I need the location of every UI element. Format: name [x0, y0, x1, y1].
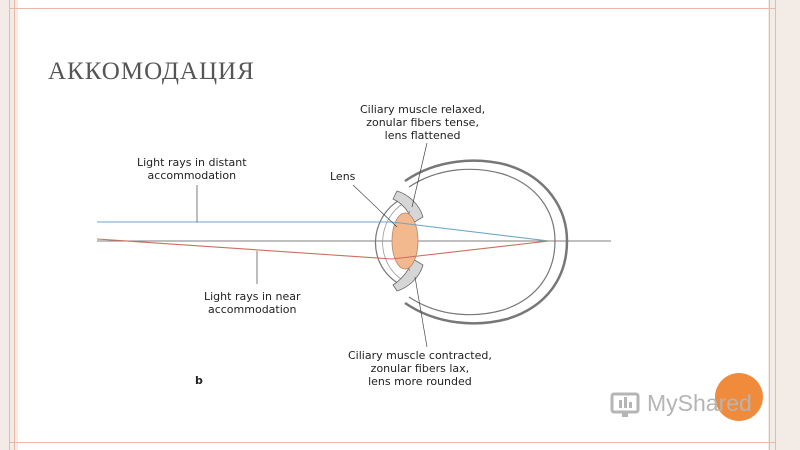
eyeball-inner	[408, 168, 556, 316]
label-top-line3: lens flattened	[384, 129, 461, 142]
eye-diagram	[97, 142, 611, 348]
label-bottom: Ciliary muscle contracted, zonular fiber…	[348, 349, 492, 388]
leader-bottom	[414, 276, 428, 348]
distant-ray	[97, 221, 550, 242]
frame-line-right	[769, 0, 770, 450]
label-near-line1: Light rays in near	[204, 290, 301, 303]
frame-line-left-inner	[14, 0, 15, 450]
myshared-logo-icon	[610, 392, 640, 417]
cornea-inner	[382, 202, 405, 282]
near-ray	[97, 238, 550, 260]
label-distant: Light rays in distant accommodation	[137, 156, 247, 182]
panel-letter: b	[195, 374, 203, 387]
label-top: Ciliary muscle relaxed, zonular fibers t…	[360, 103, 485, 142]
frame-line-left	[9, 0, 10, 450]
watermark[interactable]: MyShared	[605, 385, 785, 425]
label-lens: Lens	[330, 170, 356, 183]
label-distant-line2: accommodation	[147, 169, 237, 182]
lens-shape	[391, 212, 419, 270]
label-top-line1: Ciliary muscle relaxed,	[360, 103, 486, 116]
label-bottom-line1: Ciliary muscle contracted,	[348, 349, 492, 362]
frame-line-bottom	[9, 442, 776, 443]
label-bottom-line3: lens more rounded	[368, 375, 472, 388]
label-distant-line1: Light rays in distant	[137, 156, 247, 169]
leader-top	[411, 142, 428, 208]
accent-circle	[715, 373, 763, 421]
cornea	[374, 198, 402, 286]
label-bottom-line2: zonular fibers lax,	[370, 362, 470, 375]
accommodation-figure: Light rays in distant accommodation Ligh…	[97, 99, 627, 390]
watermark-text: MyShared	[647, 390, 752, 416]
label-top-line2: zonular fibers tense,	[366, 116, 479, 129]
label-near: Light rays in near accommodation	[204, 290, 300, 316]
leader-lens	[352, 184, 398, 228]
slide-title: АККОМОДАЦИЯ	[48, 58, 255, 85]
label-near-line2: accommodation	[207, 303, 297, 316]
frame-line-top	[9, 8, 776, 9]
eyeball-outer	[404, 159, 569, 325]
frame-line-right-inner	[775, 0, 776, 450]
